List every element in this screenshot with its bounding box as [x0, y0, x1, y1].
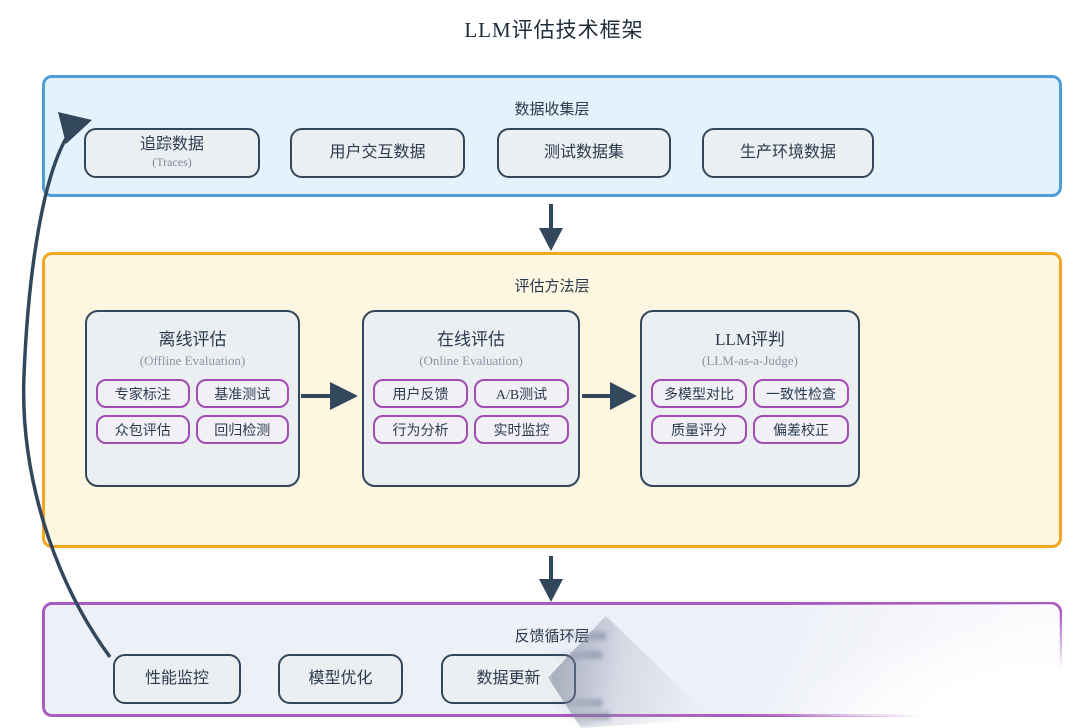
node-user-interaction-data-label: 用户交互数据	[329, 143, 426, 161]
arrow-down-collection-to-methods	[539, 204, 563, 251]
group-online-title: 在线评估	[437, 330, 505, 349]
node-user-interaction-data: 用户交互数据	[290, 128, 465, 178]
tag-benchmark-testing: 基准测试	[195, 379, 289, 408]
group-llm-judge-title: LLM评判	[715, 330, 785, 349]
tag-crowdsourced-evaluation: 众包评估	[96, 415, 190, 444]
node-data-update: 数据更新	[441, 654, 576, 704]
node-production-data-label: 生产环境数据	[739, 143, 836, 161]
node-traces: 追踪数据 (Traces)	[84, 128, 260, 178]
tag-expert-annotation: 专家标注	[96, 379, 190, 408]
tag-multi-model-comparison: 多模型对比	[651, 379, 747, 408]
layer-evaluation-methods: 评估方法层 离线评估 (Offline Evaluation) 专家标注 基准测…	[42, 252, 1062, 548]
group-online-subtitle: (Online Evaluation)	[419, 353, 523, 368]
tag-realtime-monitoring: 实时监控	[474, 415, 569, 444]
node-model-optimization-label: 模型优化	[308, 669, 373, 687]
tag-regression-detection: 回归检测	[195, 415, 289, 444]
diagram-title: LLM评估技术框架	[464, 18, 644, 42]
tag-ab-testing: A/B测试	[474, 379, 569, 408]
node-model-optimization: 模型优化	[278, 654, 403, 704]
layer-evaluation-methods-label: 评估方法层	[514, 279, 590, 295]
layer-feedback-loop: 反馈循环层 性能监控 模型优化 数据更新	[42, 602, 1062, 717]
node-traces-sublabel: (Traces)	[152, 154, 192, 169]
group-offline-subtitle: (Offline Evaluation)	[139, 353, 246, 368]
tag-quality-scoring: 质量评分	[651, 415, 747, 444]
node-production-data: 生产环境数据	[702, 128, 874, 178]
node-test-dataset: 测试数据集	[497, 128, 671, 178]
tag-behavior-analysis: 行为分析	[373, 415, 468, 444]
tag-bias-correction: 偏差校正	[753, 415, 849, 444]
tag-user-feedback: 用户反馈	[373, 379, 468, 408]
group-online-evaluation: 在线评估 (Online Evaluation) 用户反馈 A/B测试 行为分析…	[362, 310, 580, 487]
group-offline-tags: 专家标注 基准测试 众包评估 回归检测	[87, 379, 298, 444]
group-offline-title: 离线评估	[158, 330, 227, 349]
node-performance-monitoring: 性能监控	[113, 654, 241, 704]
group-llm-judge-tags: 多模型对比 一致性检查 质量评分 偏差校正	[642, 379, 858, 444]
layer-data-collection: 数据收集层 追踪数据 (Traces) 用户交互数据 测试数据集 生产环境数据	[42, 75, 1062, 197]
group-offline-evaluation: 离线评估 (Offline Evaluation) 专家标注 基准测试 众包评估…	[85, 310, 300, 487]
node-performance-monitoring-label: 性能监控	[144, 669, 209, 687]
layer-feedback-loop-label: 反馈循环层	[514, 629, 590, 645]
group-llm-judge-subtitle: (LLM-as-a-Judge)	[701, 353, 798, 368]
node-data-update-label: 数据更新	[476, 669, 541, 687]
arrow-down-methods-to-feedback	[539, 556, 563, 602]
node-test-dataset-label: 测试数据集	[543, 143, 624, 161]
group-online-tags: 用户反馈 A/B测试 行为分析 实时监控	[364, 379, 578, 444]
group-llm-judge: LLM评判 (LLM-as-a-Judge) 多模型对比 一致性检查 质量评分 …	[640, 310, 860, 487]
tag-consistency-check: 一致性检查	[753, 379, 849, 408]
layer-data-collection-label: 数据收集层	[514, 102, 590, 118]
node-traces-label: 追踪数据	[139, 136, 204, 154]
